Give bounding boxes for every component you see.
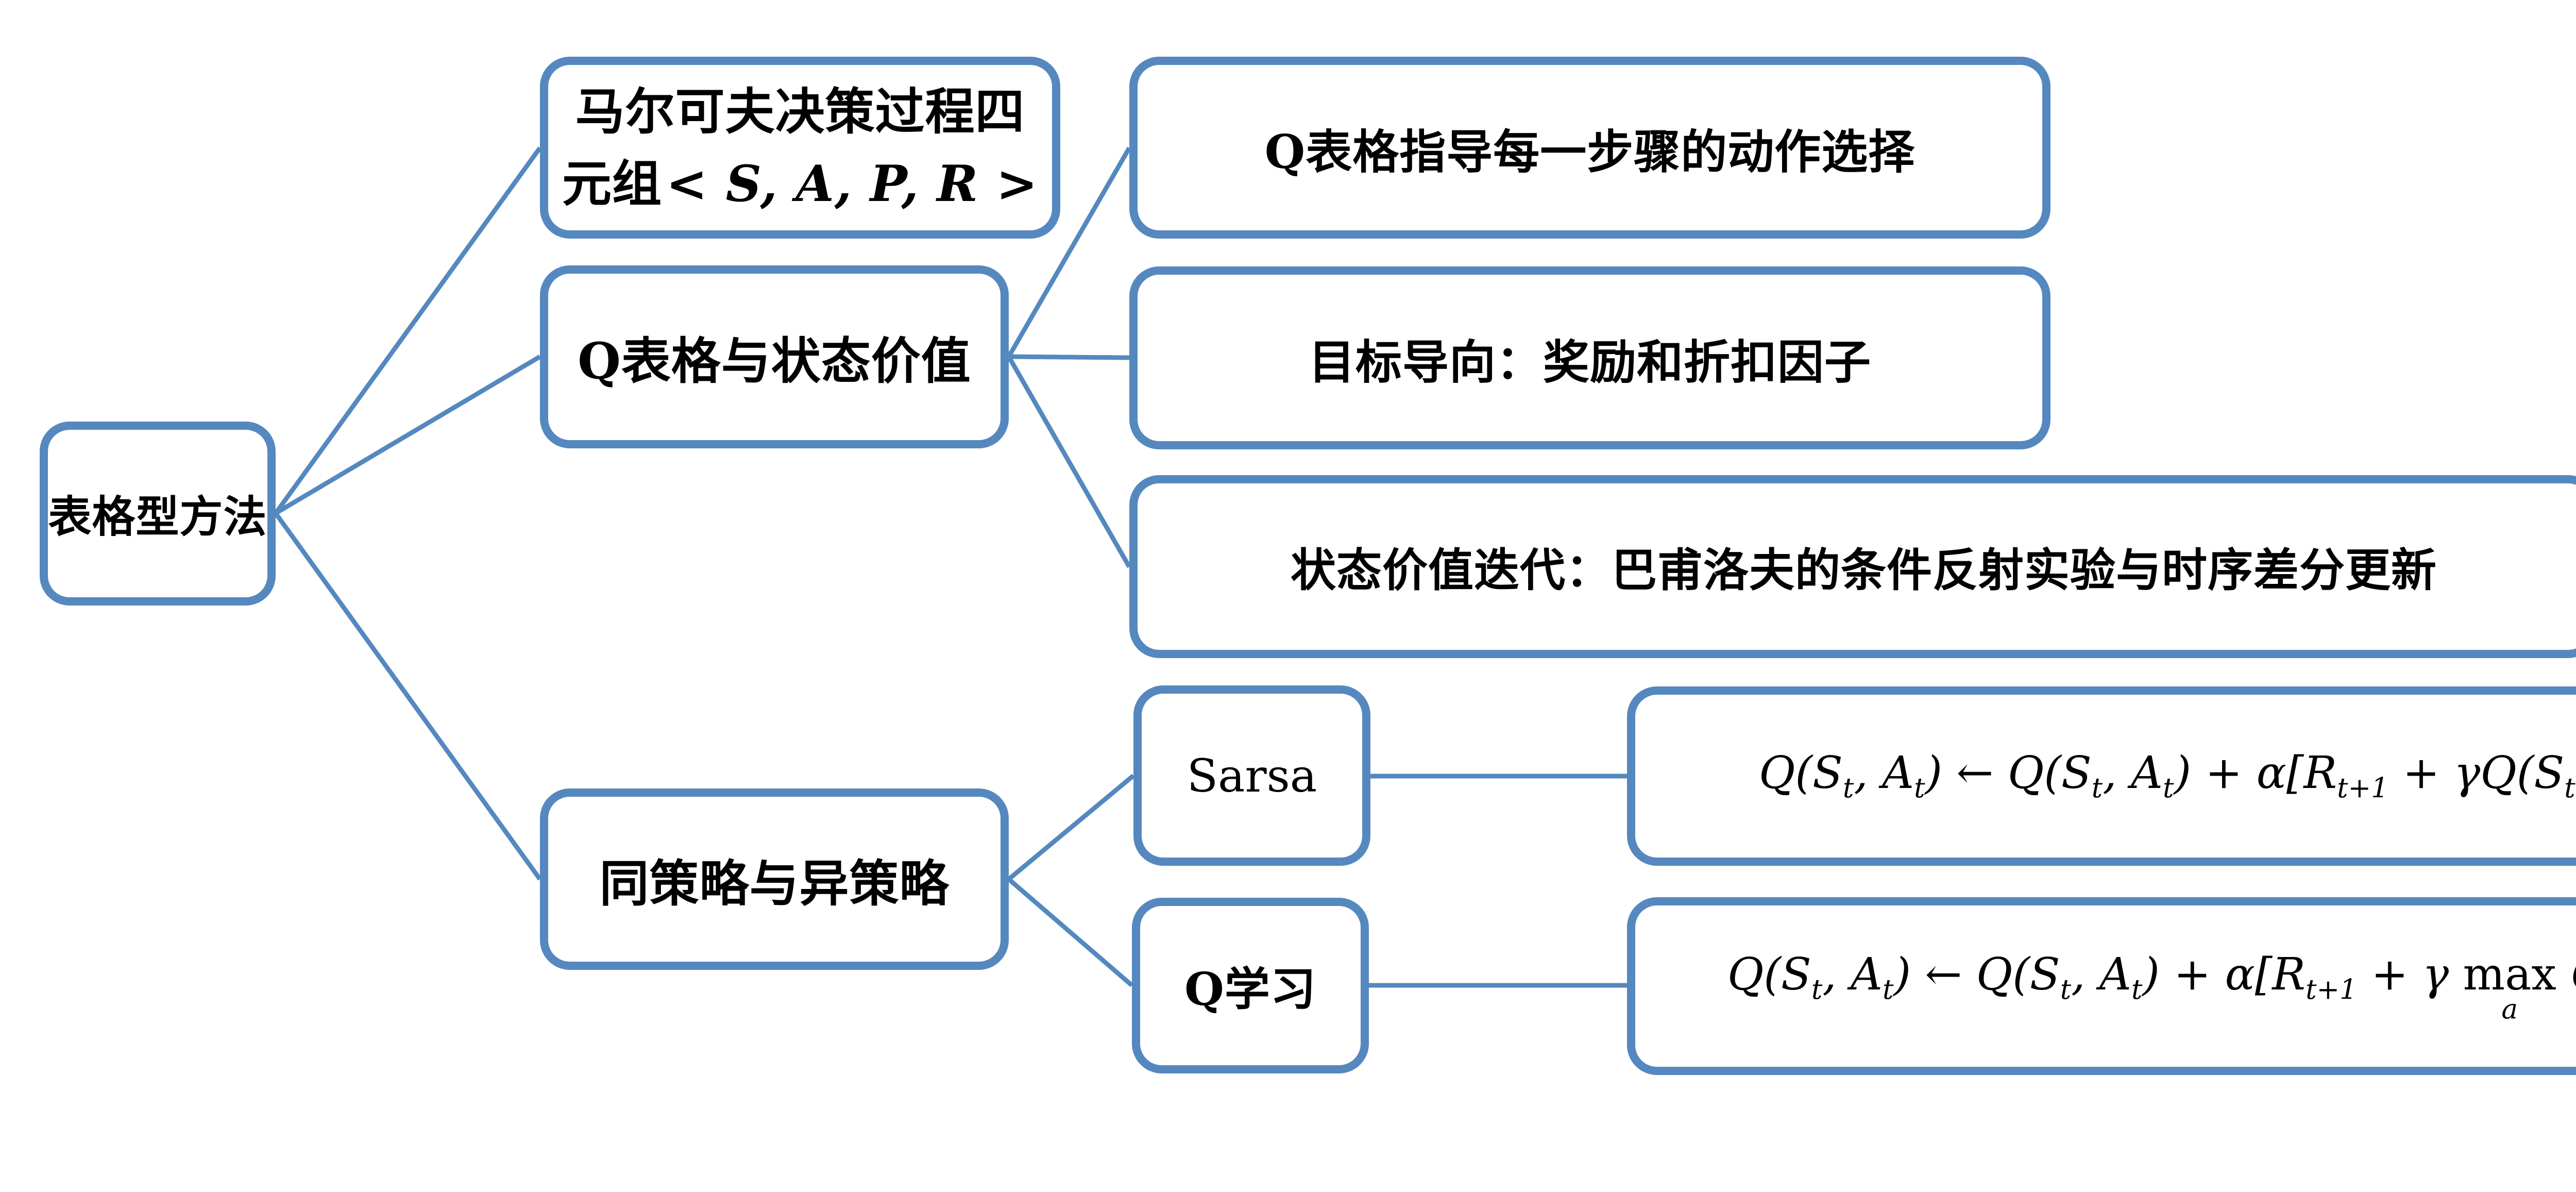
mdp-tuple-line1: 马尔可夫决策过程四 <box>575 82 1025 141</box>
node-sarsa: Sarsa <box>1133 685 1370 866</box>
connector-policy-sarsa <box>1007 774 1135 881</box>
node-state-value-iteration: 状态价值迭代：巴甫洛夫的条件反射实验与时序差分更新 <box>1129 475 2576 658</box>
node-q-table-state-value: Q表格与状态价值 <box>540 265 1009 448</box>
connector-root-qtable <box>274 355 541 515</box>
node-on-off-policy: 同策略与异策略 <box>540 788 1009 970</box>
node-goal-oriented-label: 目标导向：奖励和折扣因子 <box>1309 334 1871 390</box>
mdp-tuple-line2-prefix: 元组 <box>562 154 663 213</box>
connector-root-mdp <box>274 146 542 515</box>
connector-policy-qlearning <box>1007 877 1133 987</box>
node-on-off-policy-label: 同策略与异策略 <box>599 854 950 913</box>
sarsa-update-formula: Q(St, At) ← Q(St, At) + α[Rt+1 + γQ(St+1… <box>1758 747 2576 804</box>
connector-root-policy <box>274 512 542 881</box>
node-sarsa-label: Sarsa <box>1187 749 1317 802</box>
connector-qtable-goal <box>1008 354 1130 360</box>
connector-qtable-iteration <box>1007 355 1131 568</box>
node-q-learning-label: Q学习 <box>1184 962 1316 1016</box>
connector-qtable-guide <box>1007 146 1131 358</box>
node-tabular-methods-label: 表格型方法 <box>48 491 267 542</box>
node-tabular-methods: 表格型方法 <box>40 422 276 606</box>
node-q-learning: Q学习 <box>1132 898 1369 1073</box>
node-goal-oriented: 目标导向：奖励和折扣因子 <box>1129 266 2050 449</box>
node-q-table-guides-actions-label: Q表格指导每一步骤的动作选择 <box>1264 124 1916 179</box>
mdp-tuple-line2-math: < S, A, P, R > <box>666 154 1038 213</box>
node-q-table-state-value-label: Q表格与状态价值 <box>578 332 971 390</box>
node-mdp-tuple-label: 马尔可夫决策过程四 元组< S, A, P, R > <box>562 76 1038 219</box>
node-state-value-iteration-label: 状态价值迭代：巴甫洛夫的条件反射实验与时序差分更新 <box>1290 543 2437 597</box>
node-q-table-guides-actions: Q表格指导每一步骤的动作选择 <box>1129 57 2050 239</box>
mdp-tuple-line2: 元组< S, A, P, R > <box>562 148 1038 220</box>
node-sarsa-formula: Q(St, At) ← Q(St, At) + α[Rt+1 + γQ(St+1… <box>1627 686 2576 866</box>
node-mdp-tuple: 马尔可夫决策过程四 元组< S, A, P, R > <box>540 57 1060 239</box>
